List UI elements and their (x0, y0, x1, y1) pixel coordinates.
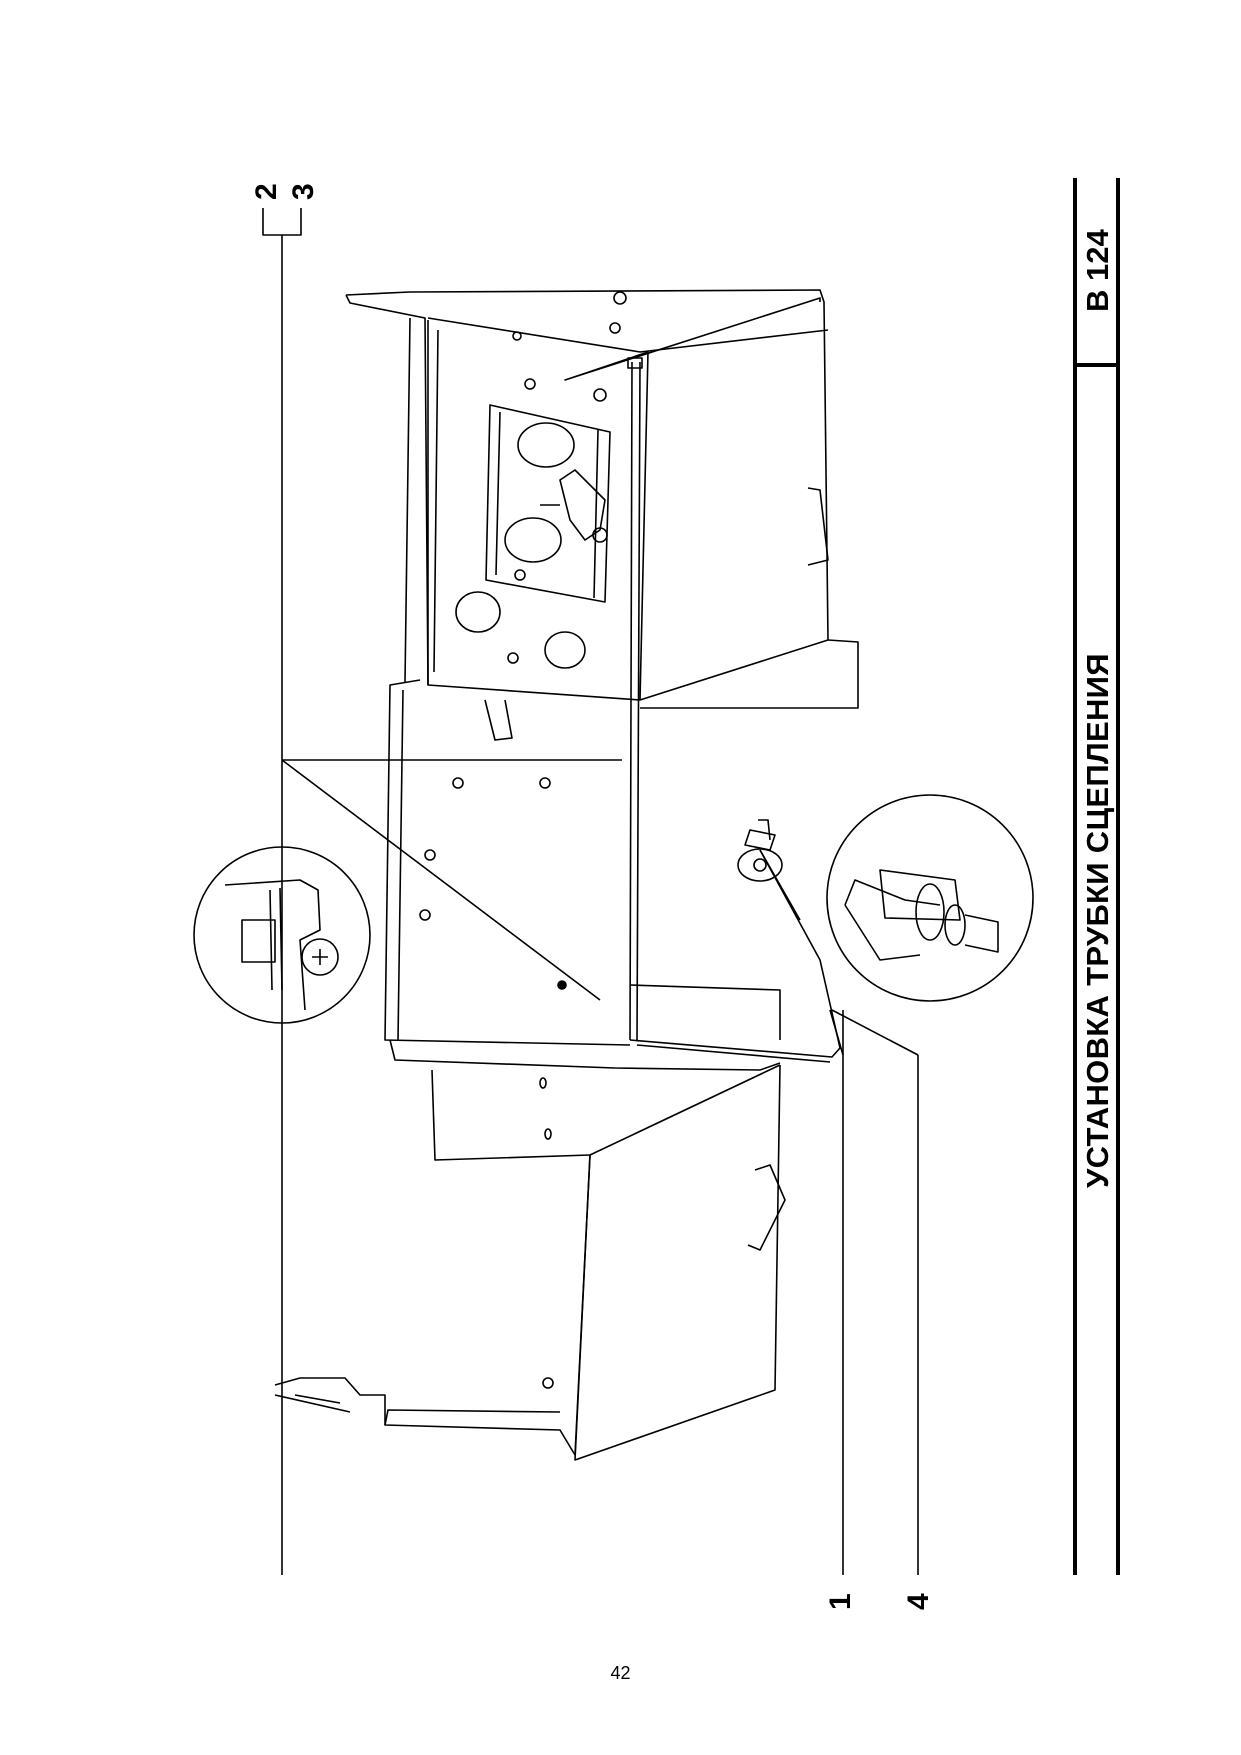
callout-leaders (262, 208, 919, 1575)
document-code: B 124 (1080, 229, 1115, 312)
callout-label-4: 4 (902, 1593, 935, 1610)
page-number: 42 (610, 1663, 631, 1683)
document-title: УСТАНОВКА ТРУБКИ СЦЕПЛЕНИЯ (1080, 653, 1115, 1188)
detail-view-connector (826, 794, 1034, 1002)
middle-panel (384, 679, 781, 1140)
callout-label-3: 3 (287, 183, 320, 200)
lower-panel (274, 1064, 786, 1461)
title-block-frame (1073, 178, 1120, 1575)
clutch-tube (627, 357, 841, 1063)
callout-label-2: 2 (250, 183, 283, 200)
upper-mounting-plate (345, 289, 859, 709)
callout-label-1: 1 (824, 1593, 857, 1610)
